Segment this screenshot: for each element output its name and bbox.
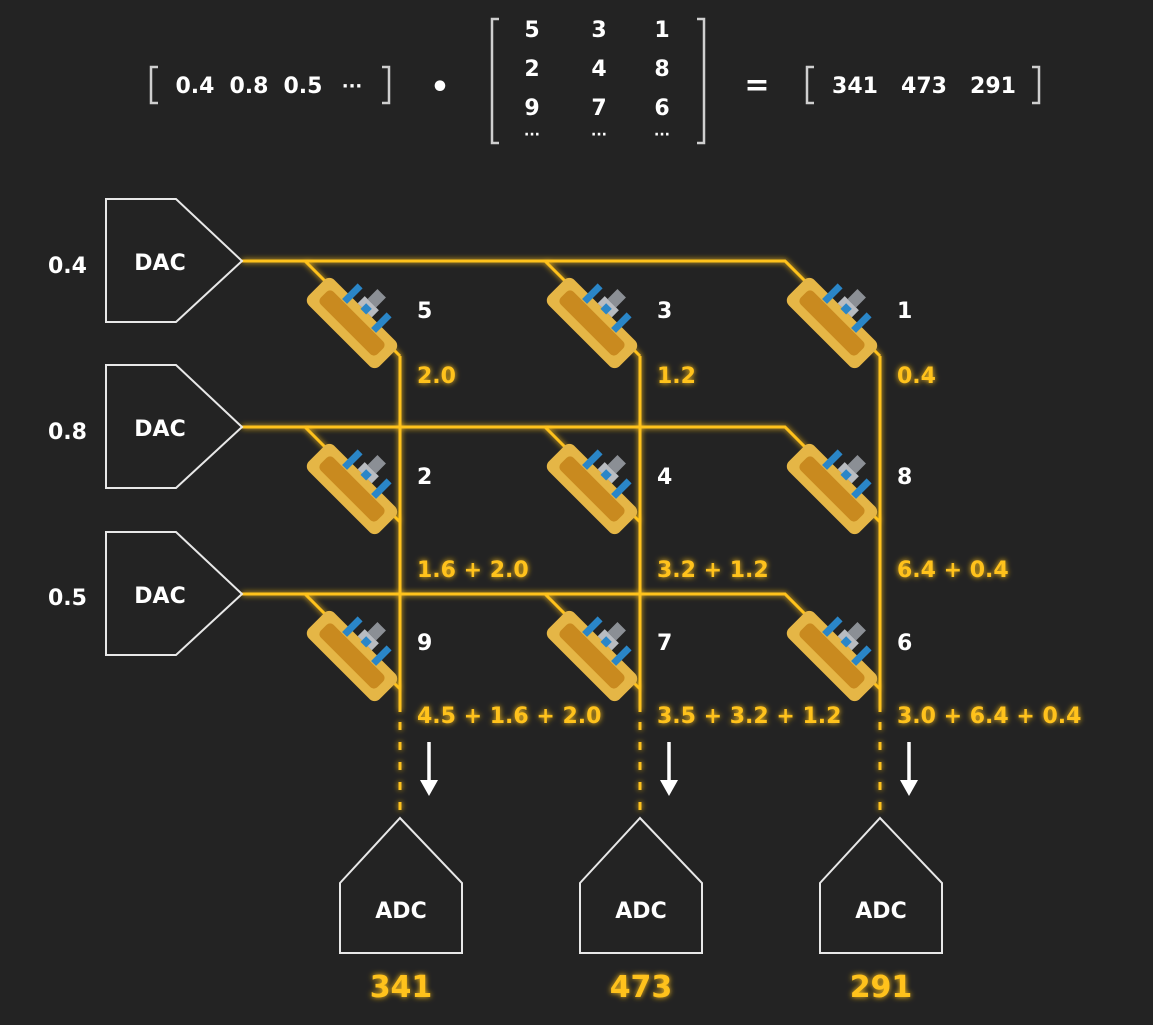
vector-entry: 0.4 xyxy=(176,74,215,99)
down-arrow-icon xyxy=(420,742,438,796)
dac-block xyxy=(105,531,244,656)
partial-sum: 1.2 xyxy=(657,364,696,389)
result-entry: 291 xyxy=(970,74,1016,99)
weight-label: 4 xyxy=(657,465,672,490)
partial-sum: 6.4 + 0.4 xyxy=(897,558,1009,583)
matrix-cell: 3 xyxy=(591,18,606,43)
adc-block xyxy=(579,816,703,954)
down-arrow-icon xyxy=(660,742,678,796)
cells xyxy=(303,257,898,705)
right-bracket xyxy=(1032,65,1041,105)
matrix-ellipsis: ··· xyxy=(524,127,540,143)
weight-label: 5 xyxy=(417,299,432,324)
matrix-cell: 2 xyxy=(524,57,539,82)
dac-row-2: 0.8 DAC xyxy=(48,364,244,489)
arrows xyxy=(420,742,918,796)
left-bracket xyxy=(149,65,158,105)
adc-label: ADC xyxy=(855,899,906,924)
left-bracket xyxy=(805,65,814,105)
partial-sum: 0.4 xyxy=(897,364,936,389)
matrix-cell: 5 xyxy=(524,18,539,43)
equation: 0.4 0.8 0.5 ··· • 5 3 1 2 4 8 9 7 6 ··· … xyxy=(149,17,1041,145)
matrix-cell: 9 xyxy=(524,96,539,121)
adc-output: 341 xyxy=(370,970,433,1005)
adc-block xyxy=(339,816,463,954)
adc-label: ADC xyxy=(375,899,426,924)
wires xyxy=(242,259,882,818)
input-value: 0.5 xyxy=(48,586,87,611)
weight-label: 1 xyxy=(897,299,912,324)
input-value: 0.8 xyxy=(48,420,87,445)
dac-block xyxy=(105,198,244,323)
matrix-cell: 8 xyxy=(654,57,669,82)
adc-label: ADC xyxy=(615,899,666,924)
matrix-cell: 6 xyxy=(654,96,669,121)
dac-label: DAC xyxy=(134,417,185,442)
right-bracket xyxy=(697,17,706,145)
down-arrow-icon xyxy=(900,742,918,796)
right-bracket xyxy=(382,65,391,105)
adc-column-3: ADC 291 xyxy=(819,816,943,1005)
weight-label: 7 xyxy=(657,631,672,656)
equals-sign: = xyxy=(744,68,769,103)
partial-sum: 4.5 + 1.6 + 2.0 xyxy=(417,704,601,729)
dac-row-3: 0.5 DAC xyxy=(48,531,244,656)
partial-sum: 2.0 xyxy=(417,364,456,389)
input-value: 0.4 xyxy=(48,254,87,279)
adc-output: 291 xyxy=(850,970,913,1005)
partial-sum: 3.2 + 1.2 xyxy=(657,558,769,583)
matrix-ellipsis: ··· xyxy=(591,127,607,143)
input-vector: 0.4 0.8 0.5 ··· xyxy=(149,65,391,105)
weight-label: 2 xyxy=(417,465,432,490)
partial-sum: 3.5 + 3.2 + 1.2 xyxy=(657,704,841,729)
weight-matrix: 5 3 1 2 4 8 9 7 6 ··· ··· ··· xyxy=(490,17,706,145)
result-entry: 341 xyxy=(832,74,878,99)
partial-sum: 3.0 + 6.4 + 0.4 xyxy=(897,704,1081,729)
adc-column-1: ADC 341 xyxy=(339,816,463,1005)
partial-sums: 2.0 1.2 0.4 1.6 + 2.0 3.2 + 1.2 6.4 + 0.… xyxy=(417,364,1081,729)
adc-column-2: ADC 473 xyxy=(579,816,703,1005)
weight-label: 6 xyxy=(897,631,912,656)
dac-row-1: 0.4 DAC xyxy=(48,198,244,323)
left-bracket xyxy=(490,17,499,145)
dac-label: DAC xyxy=(134,251,185,276)
dot-operator: • xyxy=(430,70,449,105)
partial-sum: 1.6 + 2.0 xyxy=(417,558,529,583)
dac-label: DAC xyxy=(134,584,185,609)
matrix-cell: 1 xyxy=(654,18,669,43)
weight-label: 8 xyxy=(897,465,912,490)
matrix-ellipsis: ··· xyxy=(654,127,670,143)
dac-block xyxy=(105,364,244,489)
adc-output: 473 xyxy=(610,970,673,1005)
vector-entry: 0.5 xyxy=(284,74,323,99)
vector-ellipsis: ··· xyxy=(342,76,363,97)
result-vector: 341 473 291 xyxy=(805,65,1041,105)
weight-labels: 5 3 1 2 4 8 9 7 6 xyxy=(417,299,912,656)
adc-block xyxy=(819,816,943,954)
weight-label: 9 xyxy=(417,631,432,656)
vector-entry: 0.8 xyxy=(230,74,269,99)
weight-label: 3 xyxy=(657,299,672,324)
result-entry: 473 xyxy=(901,74,947,99)
matrix-cell: 7 xyxy=(591,96,606,121)
matrix-cell: 4 xyxy=(591,57,606,82)
